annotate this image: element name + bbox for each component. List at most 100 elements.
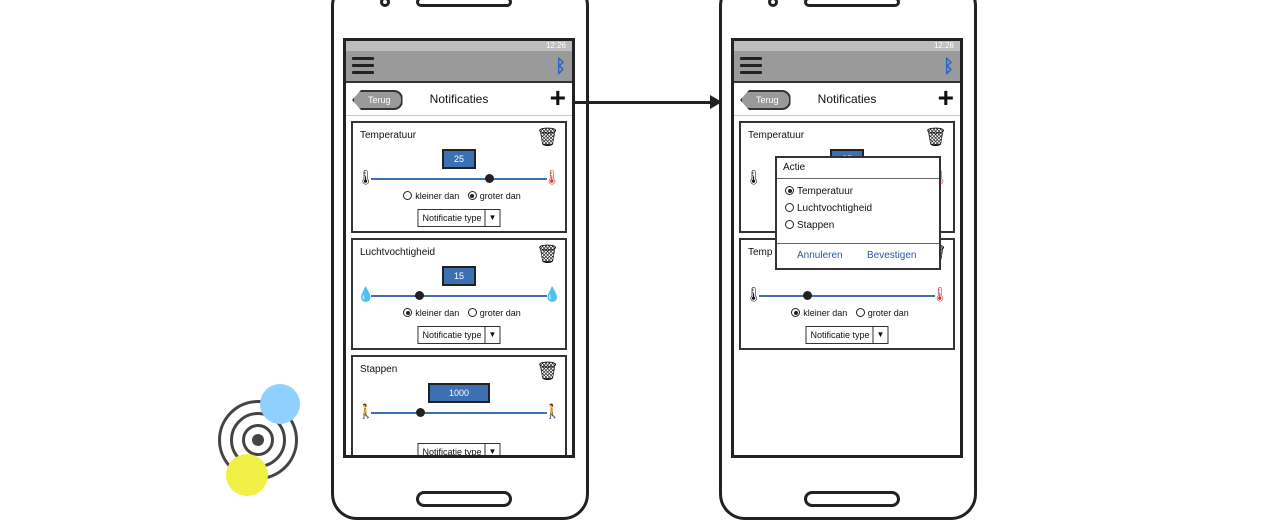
dialog-option-steps[interactable]: Stappen <box>777 217 939 234</box>
notification-card-steps: Stappen 🗑 1000 🚶 🚶 Notificatie type▼ <box>351 355 567 457</box>
option-label: Luchtvochtigheid <box>797 203 873 214</box>
thermometer-cold-icon: 🌡 <box>357 169 375 185</box>
comparison-radio-group: kleiner dan groter dan <box>741 308 953 318</box>
card-title: Temperatuur <box>360 130 417 141</box>
logo-ring <box>242 424 274 456</box>
chevron-down-icon[interactable]: ▼ <box>872 327 888 343</box>
status-bar: 12:26 <box>734 41 960 51</box>
speaker-grille <box>804 0 900 7</box>
value-slider[interactable] <box>759 291 935 300</box>
card-title: Stappen <box>360 364 398 375</box>
radio-greater[interactable] <box>855 308 865 317</box>
dialog-buttons: Annuleren Bevestigen <box>777 243 939 268</box>
slider-knob[interactable] <box>484 174 494 183</box>
page-title: Notificaties <box>817 92 877 106</box>
cancel-button[interactable]: Annuleren <box>797 250 843 261</box>
radio-greater-label: groter dan <box>479 308 521 318</box>
app-bar: ᛒ <box>734 51 960 83</box>
trash-icon[interactable]: 🗑 <box>536 127 559 147</box>
radio-less-label: kleiner dan <box>415 308 460 318</box>
option-label: Temperatuur <box>797 186 854 197</box>
notification-card-humidity: Luchtvochtigheid 🗑 15 💧 💧 kleiner dan gr… <box>351 238 567 350</box>
camera-icon <box>768 0 778 7</box>
chevron-down-icon[interactable]: ▼ <box>484 327 500 343</box>
hamburger-menu-icon[interactable] <box>352 57 374 75</box>
thermometer-hot-icon: 🌡 <box>543 169 561 185</box>
value-box[interactable]: 1000 <box>428 383 490 403</box>
radio-temperature[interactable] <box>785 186 794 195</box>
bluetooth-icon[interactable]: ᛒ <box>555 56 566 76</box>
chevron-down-icon[interactable]: ▼ <box>484 210 500 226</box>
value-slider[interactable] <box>371 174 547 183</box>
radio-humidity[interactable] <box>785 203 794 212</box>
notification-type-select[interactable]: Notificatie type▼ <box>417 443 501 457</box>
option-label: Stappen <box>797 220 835 231</box>
comparison-radio-group: kleiner dan groter dan <box>353 191 565 201</box>
radio-less[interactable] <box>403 191 413 200</box>
nav-bar: Terug Notificaties + <box>346 83 572 116</box>
radio-less[interactable] <box>791 308 801 317</box>
logo-blue-dot <box>260 384 300 424</box>
page-title: Notificaties <box>429 92 489 106</box>
radio-greater[interactable] <box>467 191 477 200</box>
dialog-option-temperature[interactable]: Temperatuur <box>777 183 939 200</box>
trash-icon[interactable]: 🗑 <box>536 361 559 381</box>
radio-greater-label: groter dan <box>867 308 909 318</box>
status-time: 12:26 <box>933 41 954 50</box>
thermometer-cold-icon: 🌡 <box>745 169 763 185</box>
status-time: 12:26 <box>545 41 566 50</box>
notification-type-select[interactable]: Notificatie type▼ <box>417 326 501 344</box>
flow-arrow <box>573 101 713 104</box>
radio-greater[interactable] <box>467 308 477 317</box>
trash-icon[interactable]: 🗑 <box>536 244 559 264</box>
dialog-option-humidity[interactable]: Luchtvochtigheid <box>777 200 939 217</box>
chevron-down-icon[interactable]: ▼ <box>484 444 500 455</box>
right-phone-frame: 12:26 ᛒ Terug Notificaties + Temperatuur… <box>719 0 977 520</box>
logo-yellow-dot <box>226 454 268 496</box>
hamburger-menu-icon[interactable] <box>740 57 762 75</box>
left-phone-screen: 12:26 ᛒ Terug Notificaties + Temperatuur… <box>343 38 575 458</box>
select-label: Notificatie type <box>422 213 482 223</box>
trash-icon[interactable]: 🗑 <box>924 127 947 147</box>
home-button[interactable] <box>416 491 512 507</box>
speaker-grille <box>416 0 512 7</box>
slider-knob[interactable] <box>416 408 426 417</box>
add-notification-button[interactable]: + <box>549 82 566 113</box>
back-button[interactable]: Terug <box>740 90 791 110</box>
select-label: Notificatie type <box>422 330 482 340</box>
notification-type-select[interactable]: Notificatie type▼ <box>805 326 889 344</box>
camera-icon <box>380 0 390 7</box>
comparison-radio-group: kleiner dan groter dan <box>353 308 565 318</box>
back-button[interactable]: Terug <box>352 90 403 110</box>
app-bar: ᛒ <box>346 51 572 83</box>
walking-person-icon: 🚶 <box>357 403 375 419</box>
radio-less-label: kleiner dan <box>803 308 848 318</box>
thermometer-cold-icon: 🌡 <box>745 286 763 302</box>
radio-less[interactable] <box>403 308 413 317</box>
slider-knob[interactable] <box>802 291 812 300</box>
right-phone-screen: 12:26 ᛒ Terug Notificaties + Temperatuur… <box>731 38 963 458</box>
radio-greater-label: groter dan <box>479 191 521 201</box>
notification-card-temperature: Temperatuur 🗑 25 🌡 🌡 kleiner dan groter … <box>351 121 567 233</box>
nav-bar: Terug Notificaties + <box>734 83 960 116</box>
water-drop-icon: 💧 <box>543 286 561 302</box>
select-label: Notificatie type <box>810 330 870 340</box>
thermometer-hot-icon: 🌡 <box>931 286 949 302</box>
card-title: Temperatuur <box>748 130 805 141</box>
logo-center <box>252 434 264 446</box>
notification-type-select[interactable]: Notificatie type▼ <box>417 209 501 227</box>
status-bar: 12:26 <box>346 41 572 51</box>
add-notification-button[interactable]: + <box>937 82 954 113</box>
value-box[interactable]: 15 <box>442 266 476 286</box>
radio-less-label: kleiner dan <box>415 191 460 201</box>
value-slider[interactable] <box>371 408 547 417</box>
select-label: Notificatie type <box>422 447 482 457</box>
radio-steps[interactable] <box>785 220 794 229</box>
home-button[interactable] <box>804 491 900 507</box>
value-box[interactable]: 25 <box>442 149 476 169</box>
walking-person-icon: 🚶 <box>543 403 561 419</box>
slider-knob[interactable] <box>414 291 424 300</box>
bluetooth-icon[interactable]: ᛒ <box>943 56 954 76</box>
confirm-button[interactable]: Bevestigen <box>867 250 917 261</box>
value-slider[interactable] <box>371 291 547 300</box>
